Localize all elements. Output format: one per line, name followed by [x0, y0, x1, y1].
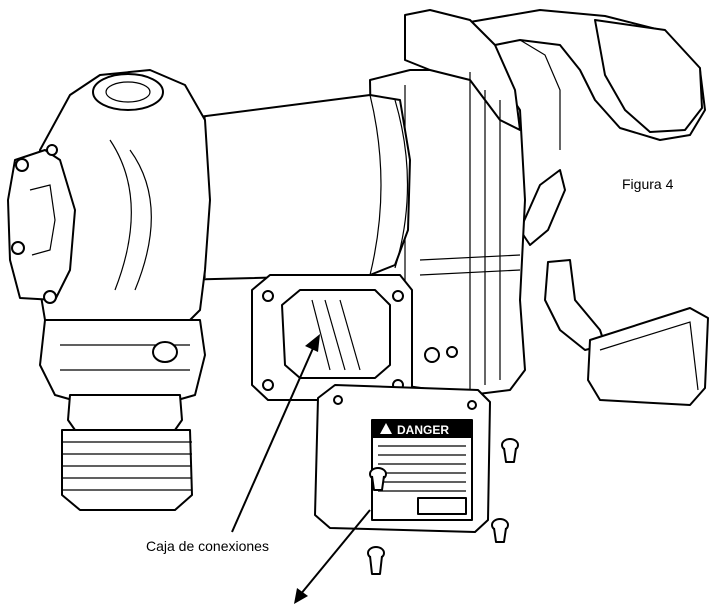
- pump-casing: [7, 69, 211, 336]
- screw-icon: [501, 438, 519, 463]
- pump-handle: [469, 9, 706, 246]
- danger-plate-header: DANGER: [397, 423, 449, 437]
- screw-icon: [367, 546, 385, 575]
- junction-box-label: Caja de conexiones: [146, 538, 269, 554]
- screw-icon: [491, 518, 509, 543]
- junction-box-cover: DANGER: [314, 384, 491, 533]
- nozzle-hook: [544, 259, 709, 406]
- figure-label: Figura 4: [622, 176, 674, 192]
- cover-screws: [367, 438, 519, 575]
- pump-outlet: [39, 319, 206, 511]
- screw-icon: [369, 467, 387, 491]
- cover-leader-arrow: [294, 509, 371, 604]
- junction-box: [251, 274, 413, 401]
- motor-cylinder: [174, 94, 411, 281]
- junction-box-leader-arrow: [231, 334, 320, 533]
